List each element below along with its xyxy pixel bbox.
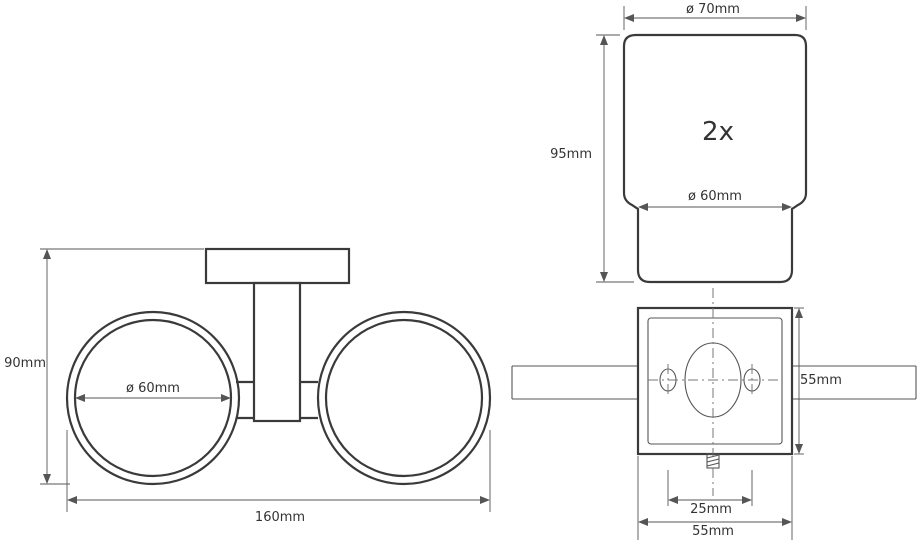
plate-width-label: 55mm — [692, 524, 734, 539]
width-arrow-left — [67, 496, 77, 504]
cup-diameter-arrow-left — [75, 394, 85, 402]
plate-height-label: 55mm — [800, 373, 842, 388]
quantity-label: 2x — [702, 117, 734, 147]
cup-diameter-arrow-right — [221, 394, 231, 402]
screw-thread-3 — [706, 462, 720, 467]
inner-width-arrow-left — [638, 203, 648, 211]
cup-height-arrow-bottom — [600, 272, 608, 282]
cup-diameter-label: ø 60mm — [126, 381, 180, 396]
right-ring-inner — [324, 318, 484, 478]
height-arrow-bottom — [43, 474, 51, 484]
screw-thread-2 — [706, 458, 720, 463]
cup-view: 2x ø 60mm ø 70mm 95mm — [550, 2, 808, 284]
right-ring-outer — [316, 310, 492, 486]
inner-width-arrow-right — [782, 203, 792, 211]
cup-top-width-label: ø 70mm — [686, 2, 740, 17]
spacing-arrow-right — [742, 496, 752, 504]
cup-inner-width-label: ø 60mm — [688, 189, 742, 204]
screw-thread-1 — [706, 454, 720, 459]
cup-outline — [622, 33, 808, 284]
wall-plate-view: 55mm 25mm 55mm — [511, 288, 917, 540]
cup-height-arrow-top — [600, 35, 608, 45]
plate-height-arrow-bottom — [795, 444, 803, 454]
hole-spacing-label: 25mm — [690, 502, 732, 517]
left-ring-outer — [65, 310, 241, 486]
height-arrow-top — [43, 249, 51, 259]
wall-plate-inner — [647, 317, 783, 445]
plate-width-arrow-left — [638, 518, 648, 526]
front-height-label: 90mm — [4, 356, 46, 371]
front-view: 90mm ø 60mm 160mm — [4, 247, 492, 525]
wall-plate-outer — [636, 306, 794, 456]
top-width-arrow-left — [624, 14, 634, 22]
front-width-label: 160mm — [255, 510, 305, 525]
width-arrow-right — [480, 496, 490, 504]
top-width-arrow-right — [796, 14, 806, 22]
plate-height-arrow-top — [795, 308, 803, 318]
wall-plate-outline — [204, 247, 351, 285]
spacing-arrow-left — [668, 496, 678, 504]
plate-width-arrow-right — [782, 518, 792, 526]
support-arm-outline — [252, 281, 302, 423]
cup-height-label: 95mm — [550, 147, 592, 162]
